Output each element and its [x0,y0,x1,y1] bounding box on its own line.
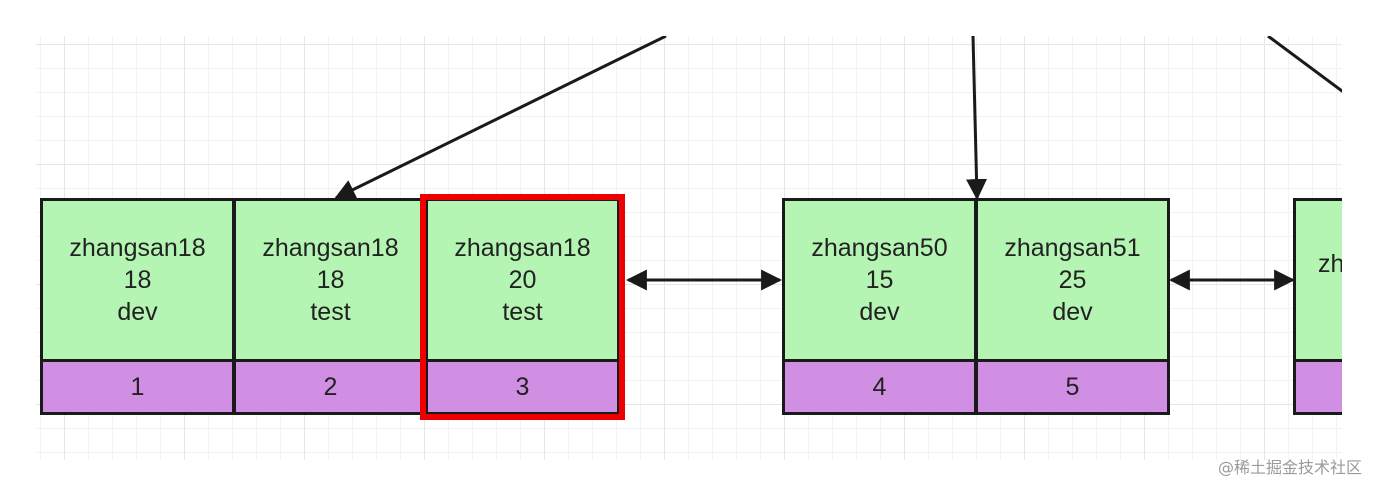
key-name: zhangsan50 [811,234,948,262]
key-dept: dev [1052,298,1093,326]
highlight-box [420,194,625,420]
leaf-id-cell-6 [1293,359,1342,415]
key-name: zhangsan18 [454,234,591,262]
row-id: 3 [515,372,530,401]
parent-arrow-1 [334,36,667,200]
arrows-layer [334,36,1342,291]
key-age: 18 [123,266,152,294]
watermark-text: @稀土掘金技术社区 [1217,458,1362,477]
leaf-key-cell-3: zhangsan18 20 test [425,198,620,362]
key-age: 18 [316,266,345,294]
leaf-id-cell-3: 3 [425,359,620,415]
diagram-canvas: zhangsan18 18 dev 1 zhangsan18 18 test 2… [36,36,1342,460]
leaf-id-cell-2: 2 [233,359,428,415]
row-id: 5 [1065,372,1080,401]
row-id: 4 [872,372,887,401]
key-name: zhangsan18 [262,234,399,262]
leaf-key-cell-6: zh [1293,198,1342,362]
key-dept: dev [859,298,900,326]
key-dept: dev [117,298,158,326]
key-dept: test [310,298,351,326]
leaf-id-cell-1: 1 [40,359,235,415]
parent-arrow-2 [966,36,988,201]
leaf-id-cell-5: 5 [975,359,1170,415]
key-name: zh [1318,250,1342,278]
leaf-key-cell-1: zhangsan18 18 dev [40,198,235,362]
parent-arrow-3 [1267,36,1342,93]
key-age: 20 [508,266,537,294]
leaf-key-cell-5: zhangsan51 25 dev [975,198,1170,362]
key-name: zhangsan18 [69,234,206,262]
row-id: 2 [323,372,338,401]
leaf-key-cell-2: zhangsan18 18 test [233,198,428,362]
leaf-key-cell-4: zhangsan50 15 dev [782,198,977,362]
key-age: 25 [1058,266,1087,294]
key-name: zhangsan51 [1004,234,1141,262]
key-dept: test [502,298,543,326]
key-age: 15 [865,266,894,294]
leaf-id-cell-4: 4 [782,359,977,415]
row-id: 1 [130,372,145,401]
